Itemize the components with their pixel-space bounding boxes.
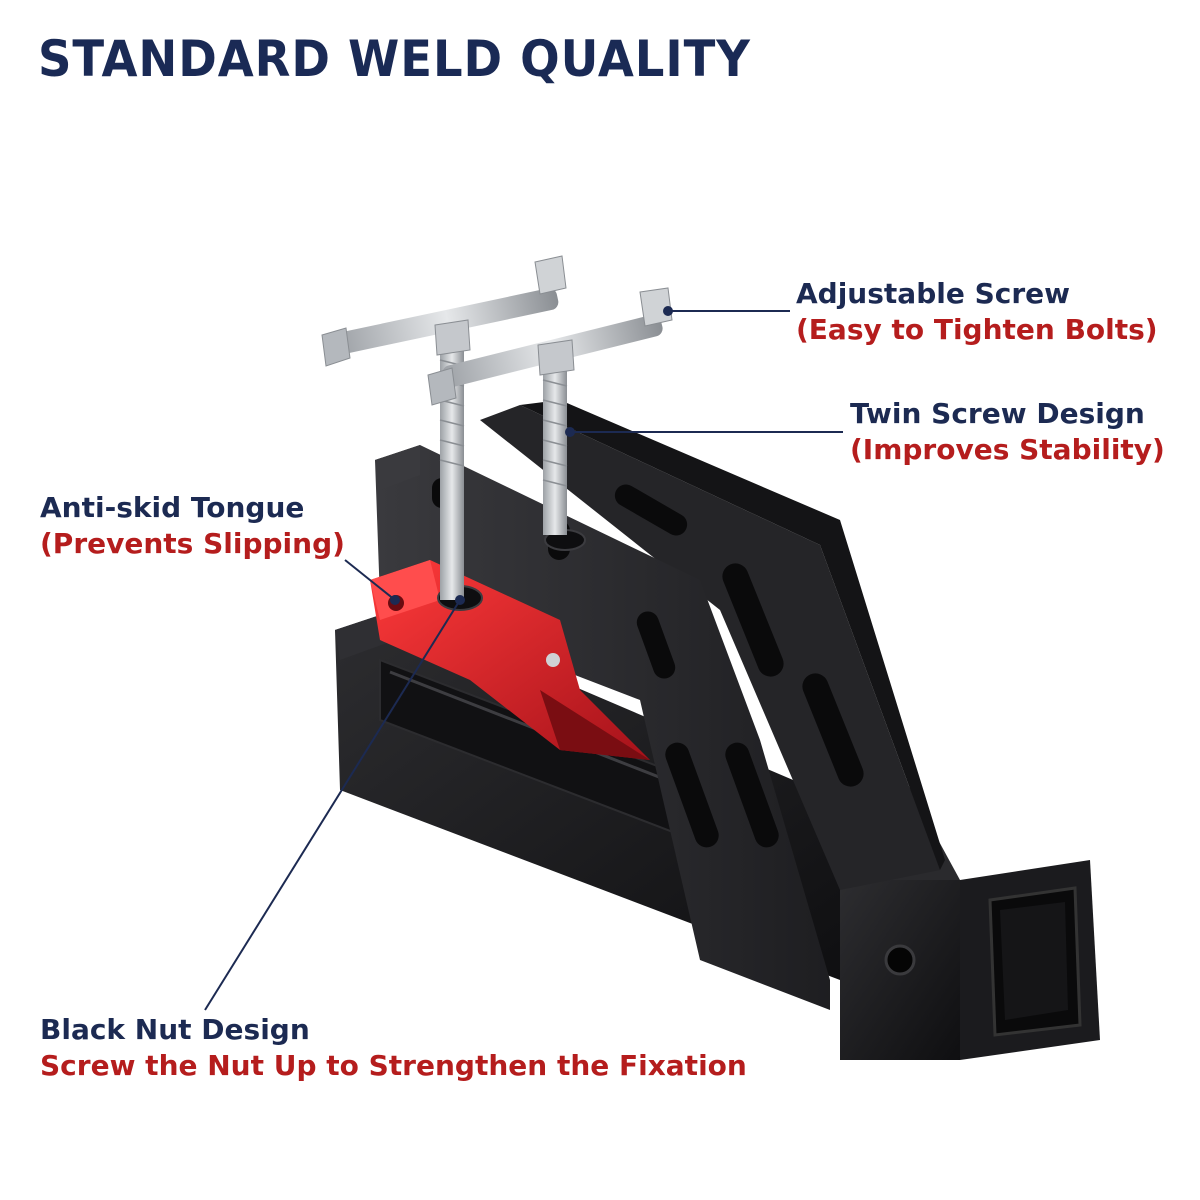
callout-label: Black Nut Design: [40, 1013, 310, 1046]
callout-label: Adjustable Screw: [796, 277, 1070, 310]
callout-note: Screw the Nut Up to Strengthen the Fixat…: [40, 1049, 747, 1082]
callout-adjustable-screw: Adjustable Screw (Easy to Tighten Bolts): [796, 276, 1158, 348]
back-plate: [480, 400, 945, 890]
screw-right: [427, 287, 673, 535]
callout-twin-screw: Twin Screw Design (Improves Stability): [850, 396, 1165, 468]
page-title: STANDARD WELD QUALITY: [38, 30, 751, 88]
callout-anti-skid: Anti-skid Tongue (Prevents Slipping): [40, 490, 345, 562]
callout-note: (Easy to Tighten Bolts): [796, 313, 1158, 346]
callout-note: (Prevents Slipping): [40, 527, 345, 560]
leader-lines: [204, 306, 843, 1011]
anti-skid-tongue: [370, 560, 650, 760]
side-bolt-icon: [546, 653, 560, 667]
callout-note: (Improves Stability): [850, 433, 1165, 466]
callout-black-nut: Black Nut Design Screw the Nut Up to Str…: [40, 1012, 747, 1084]
callout-label: Twin Screw Design: [850, 397, 1145, 430]
receiver-tube: [820, 770, 1100, 1060]
callout-label: Anti-skid Tongue: [40, 491, 305, 524]
pin-hole: [884, 944, 916, 976]
